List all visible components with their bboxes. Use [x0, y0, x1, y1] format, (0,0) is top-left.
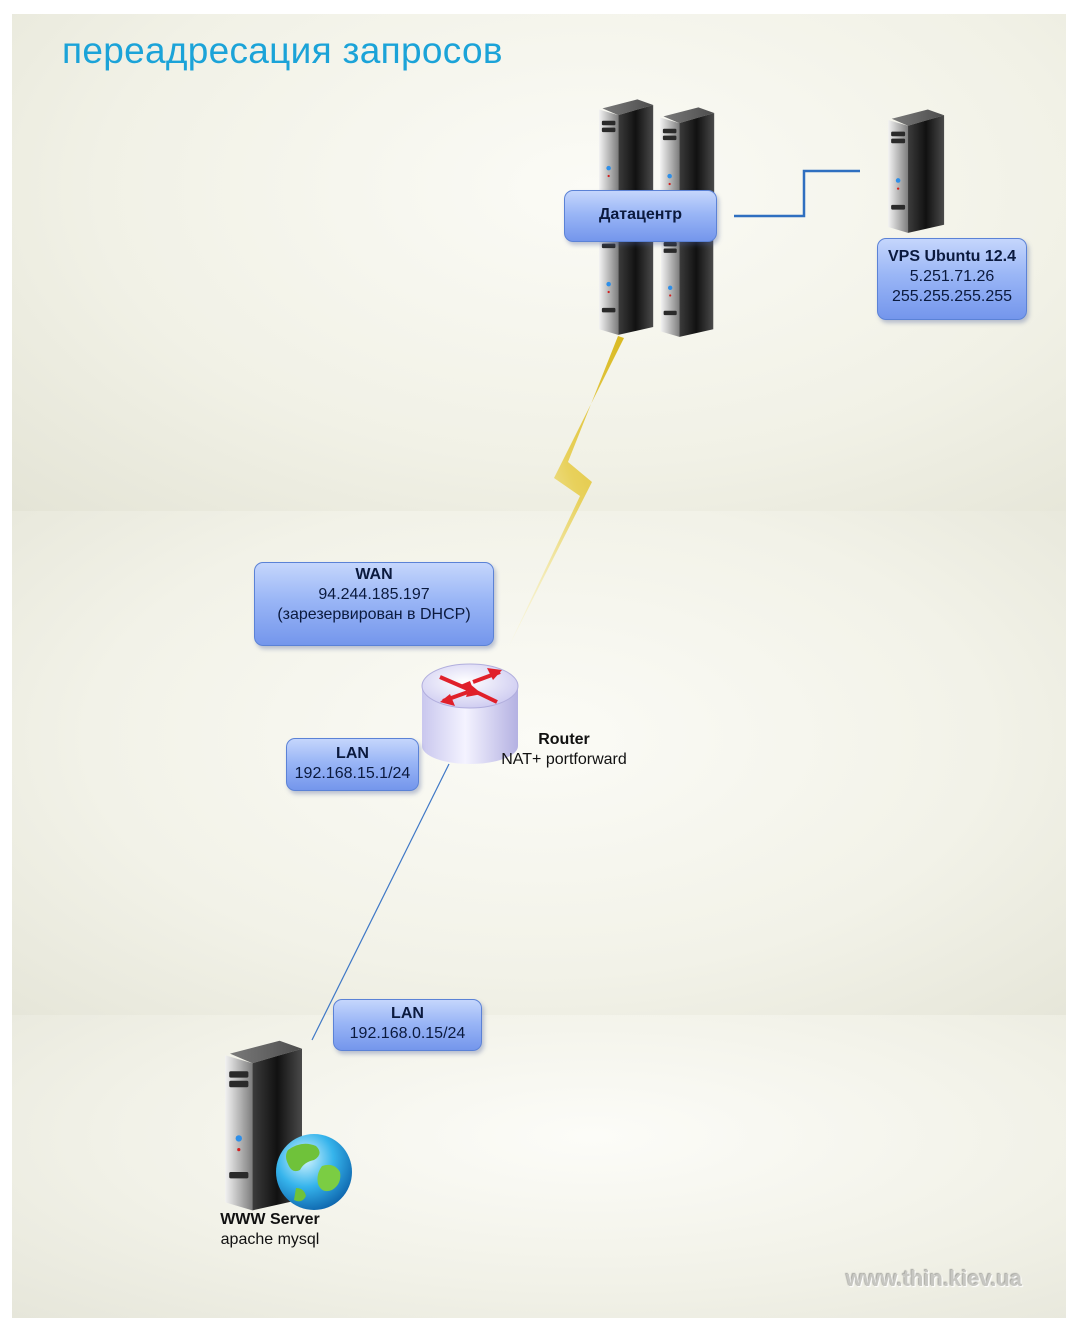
www-server-icon [225, 1040, 352, 1211]
watermark: www.thin.kiev.ua [846, 1266, 1023, 1291]
datacenter-label-text: Датацентр [598, 206, 683, 223]
www-server-title: WWW Server [220, 1211, 320, 1228]
datacenter-label: Датацентр [564, 190, 717, 242]
lan-router-label: LAN 192.168.15.1/24 [286, 738, 419, 791]
router-subtitle: NAT+ portforward [501, 751, 627, 768]
link-datacenter-vps [734, 169, 860, 218]
link-router-www [311, 763, 450, 1041]
vps-server-icon [888, 109, 945, 233]
wan-ip: 94.244.185.197 [318, 586, 430, 603]
wan-note: (зарезервирован в DHCP) [277, 606, 471, 623]
lan-router-ip: 192.168.15.1/24 [294, 765, 411, 782]
wan-lightning-link [508, 336, 624, 648]
lan-server-label: LAN 192.168.0.15/24 [333, 999, 482, 1051]
vps-mask: 255.255.255.255 [891, 288, 1013, 305]
lan-server-title: LAN [391, 1005, 424, 1022]
background-band-middle [12, 511, 1066, 1015]
lan-router-title: LAN [336, 745, 369, 762]
router-icon [421, 663, 519, 764]
background-band-bottom [12, 1015, 1066, 1318]
router-title: Router [538, 731, 590, 748]
wan-label: WAN 94.244.185.197 (зарезервирован в DHC… [254, 562, 494, 646]
vps-title: VPS Ubuntu 12.4 [887, 248, 1017, 265]
diagram-title: переадресация запросов [62, 30, 503, 71]
www-server-subtitle: apache mysql [220, 1231, 320, 1248]
lan-server-ip: 192.168.0.15/24 [349, 1025, 466, 1042]
wan-title: WAN [355, 566, 393, 583]
www-server-label: WWW Server apache mysql [190, 1210, 350, 1250]
router-label: Router NAT+ portforward [494, 730, 634, 770]
vps-label: VPS Ubuntu 12.4 5.251.71.26 255.255.255.… [877, 238, 1027, 320]
vps-ip: 5.251.71.26 [909, 268, 995, 285]
